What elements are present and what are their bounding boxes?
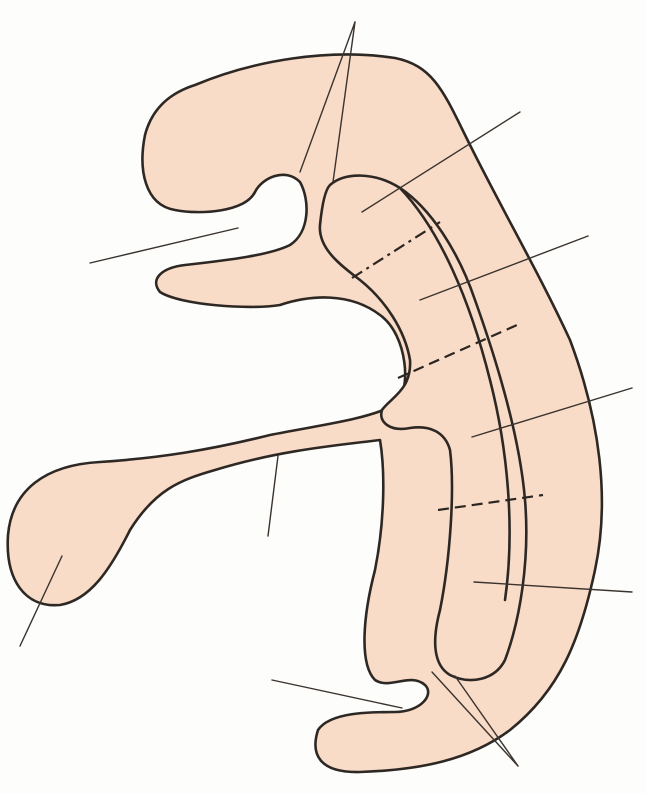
leader-line-stalk (268, 456, 278, 536)
leader-line-left-cleft (90, 228, 238, 263)
outer-body-shape (8, 54, 602, 772)
leader-line-tail-notch (272, 680, 402, 708)
